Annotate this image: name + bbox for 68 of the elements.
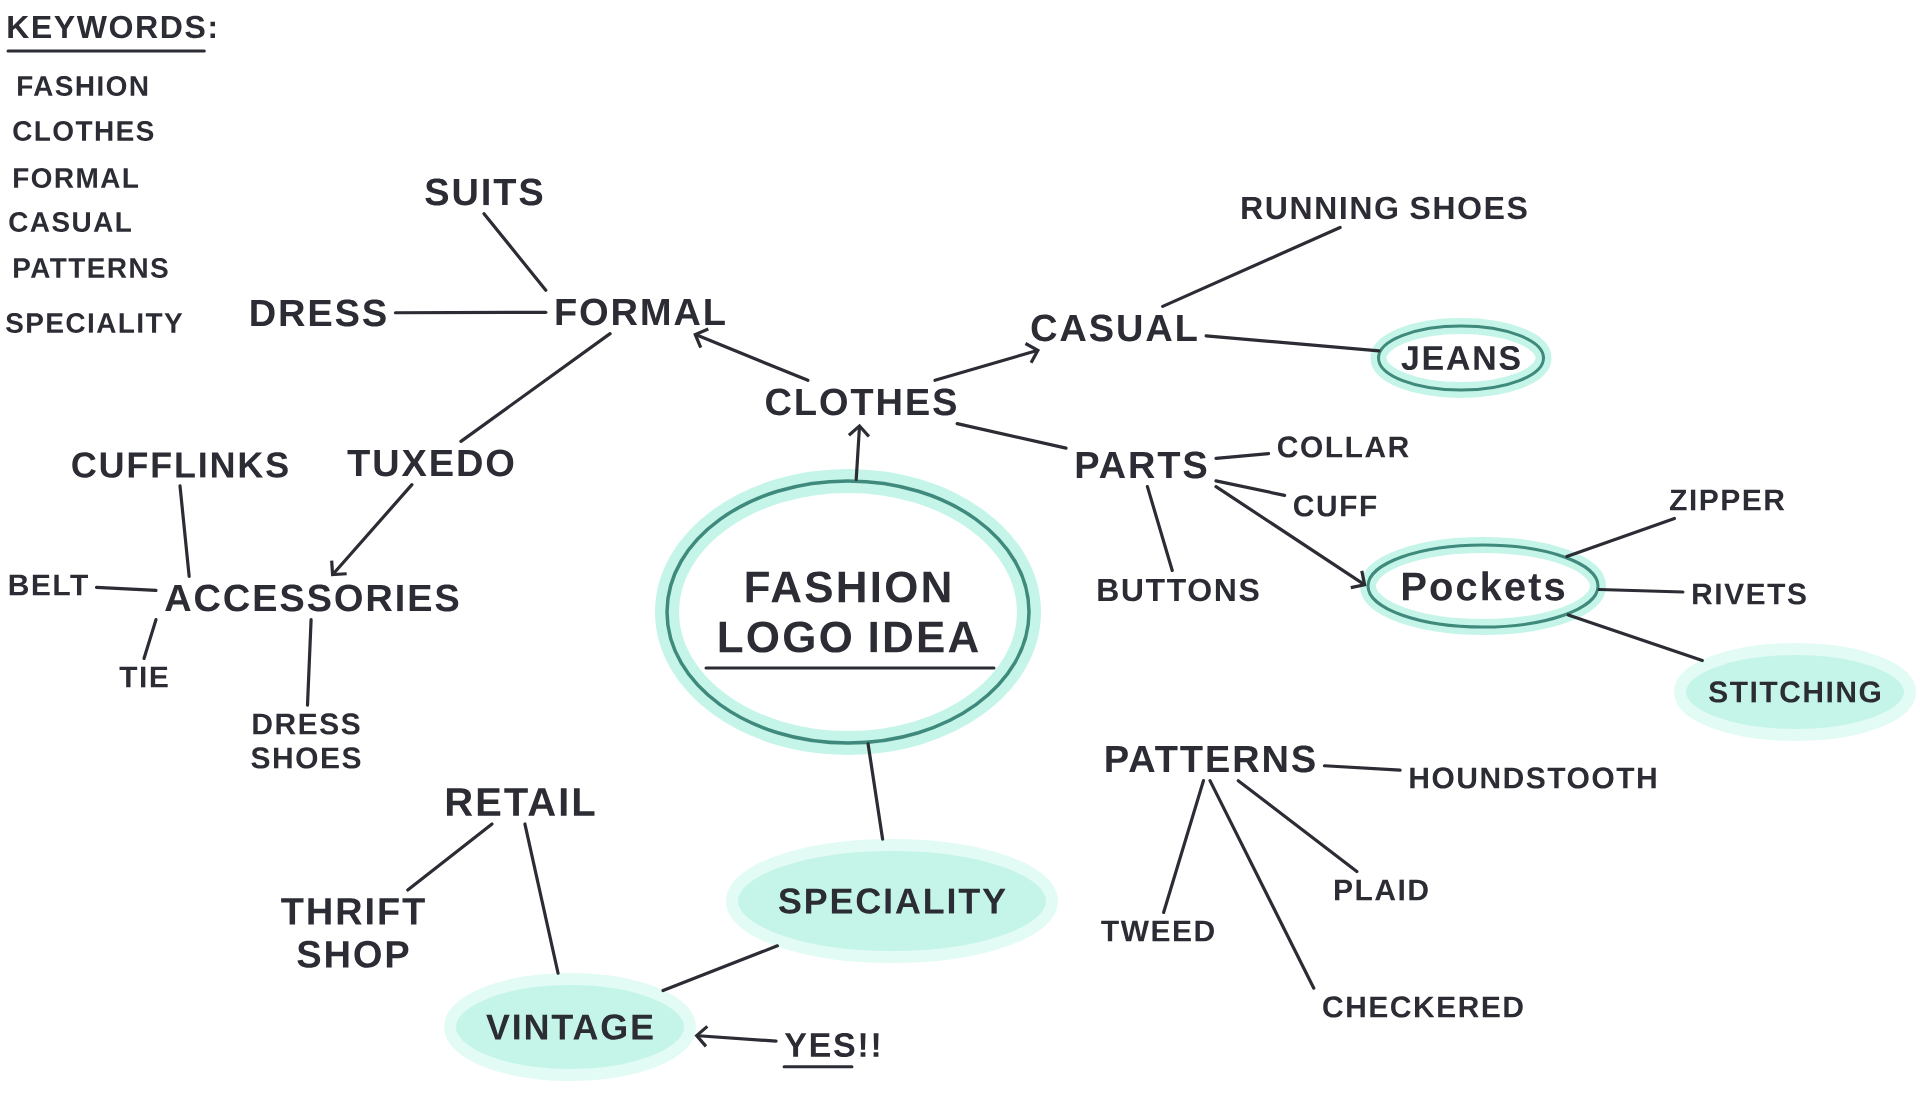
- branch-word: RIVETS: [1693, 583, 1806, 605]
- arrow: [847, 423, 871, 481]
- arrow: [694, 1025, 778, 1048]
- branch-word: CUFFLINKS: [72, 452, 288, 478]
- branch-word: FORMAL: [556, 298, 725, 326]
- arrow: [330, 483, 414, 577]
- branch-word: CASUAL: [1031, 314, 1197, 342]
- connector-line: [1208, 779, 1316, 990]
- connector-line: [661, 944, 779, 993]
- keyword-item: CASUAL: [9, 212, 131, 232]
- branch-word: ACCESSORIES: [165, 584, 459, 612]
- circled-word: JEANS: [1370, 318, 1552, 398]
- branch-word: DRESS SHOES: [251, 713, 361, 769]
- connector-line: [1566, 613, 1704, 663]
- branch-word: RETAIL: [446, 788, 595, 816]
- connector-line: [1161, 225, 1342, 308]
- branch-word: YES!!: [784, 1032, 879, 1058]
- connector-line: [459, 332, 612, 443]
- branch-word: ZIPPER: [1670, 489, 1785, 511]
- connector-line: [1145, 485, 1174, 573]
- branch-word: TWEED: [1101, 920, 1214, 942]
- connector-line: [94, 585, 158, 592]
- connector-line: [1597, 587, 1685, 594]
- connector-line: [1214, 479, 1287, 497]
- connector-line: [1236, 779, 1359, 874]
- branch-word: SUITS: [425, 178, 543, 206]
- arrow: [693, 327, 810, 382]
- branch-word: CLOTHES: [766, 388, 956, 416]
- connector-line: [482, 212, 548, 292]
- keyword-item: FASHION: [18, 76, 148, 96]
- branch-word: BELT: [9, 574, 88, 596]
- branch-word: CHECKERED: [1323, 996, 1523, 1018]
- connector-line: [1565, 516, 1677, 559]
- highlighted-word: VINTAGE: [444, 973, 696, 1081]
- connector-line: [406, 822, 494, 892]
- connector-line: [393, 310, 548, 315]
- keyword-item: PATTERNS: [14, 258, 168, 278]
- branch-word: TIE: [119, 666, 168, 688]
- keyword-item: CLOTHES: [13, 121, 154, 141]
- circled-word: Pockets: [1360, 537, 1606, 635]
- arrow: [1214, 485, 1367, 590]
- list-heading: KEYWORDS:: [8, 15, 215, 39]
- branch-word: COLLAR: [1278, 436, 1409, 458]
- branch-word: DRESS: [251, 299, 386, 327]
- highlighted-word: SPECIALITY: [726, 839, 1058, 963]
- connector-line: [142, 618, 158, 661]
- branch-word: TUXEDO: [347, 449, 514, 477]
- highlighted-word: STITCHING: [1674, 643, 1916, 741]
- keyword-item: SPECIALITY: [6, 313, 183, 333]
- branch-word: BUTTONS: [1098, 578, 1259, 602]
- connector-line: [1162, 779, 1206, 915]
- branch-word: RUNNING SHOES: [1242, 196, 1527, 220]
- connector-line: [1322, 764, 1402, 772]
- arrow: [933, 342, 1041, 382]
- connector-line: [955, 422, 1068, 450]
- connector-line: [1204, 334, 1381, 353]
- connector-line: [305, 618, 313, 707]
- connector-line: [178, 484, 191, 578]
- connector-line: [866, 742, 885, 841]
- branch-word: PLAID: [1335, 879, 1428, 901]
- keyword-item: FORMAL: [14, 168, 139, 188]
- connector-line: [523, 822, 560, 975]
- branch-word: PATTERNS: [1106, 745, 1315, 773]
- branch-word: PARTS: [1076, 451, 1207, 479]
- branch-word: THRIFT SHOP: [281, 898, 425, 968]
- branch-word: HOUNDSTOOTH: [1410, 767, 1656, 789]
- connector-line: [1214, 452, 1271, 460]
- branch-word: CUFF: [1294, 495, 1377, 517]
